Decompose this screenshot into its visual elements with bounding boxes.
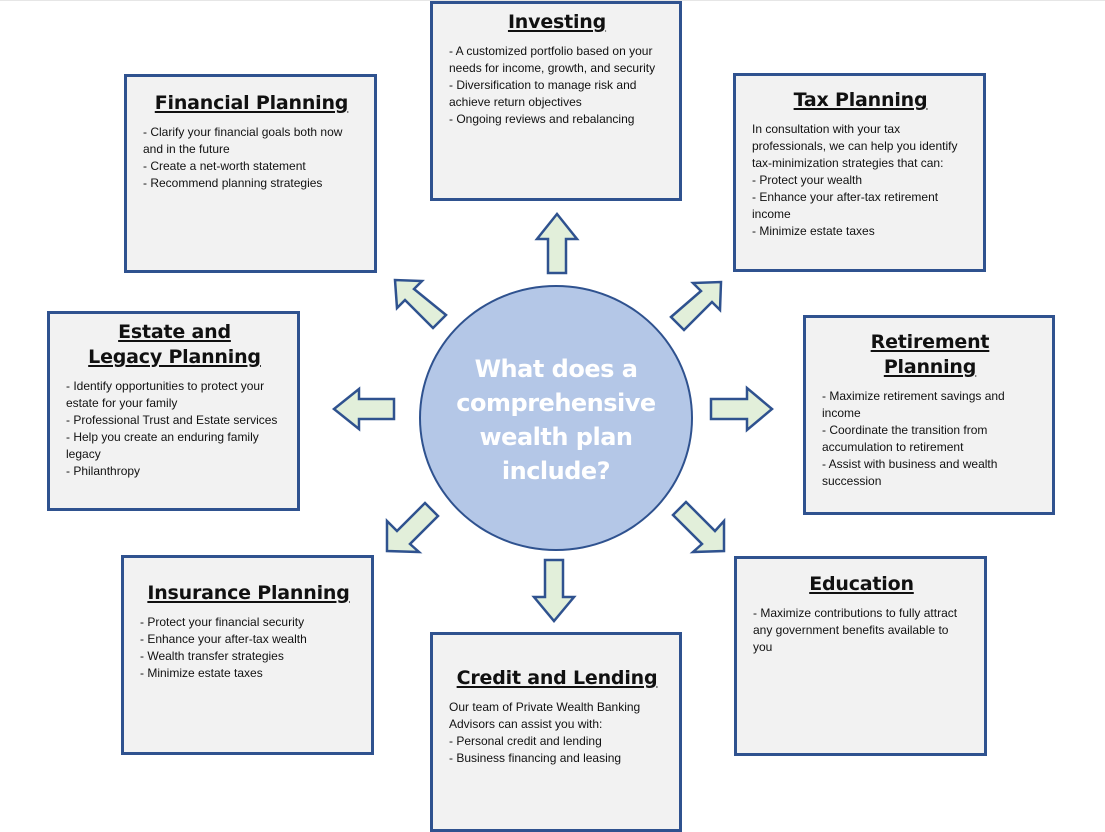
retirement-planning-body: - Maximize retirement savings and income… <box>822 388 1038 490</box>
tax-planning-line: In consultation with your tax profession… <box>752 122 958 170</box>
financial-planning-line: - Clarify your financial goals both now … <box>143 125 343 156</box>
arrow-down-icon <box>531 558 577 623</box>
retirement-planning-box: Retirement Planning - Maximize retiremen… <box>803 315 1055 515</box>
financial-planning-line: - Create a net-worth statement <box>143 159 306 173</box>
retirement-planning-title: Retirement Planning <box>870 331 990 378</box>
retirement-planning-line: - Coordinate the transition from accumul… <box>822 423 988 454</box>
estate-legacy-body: - Identify opportunities to protect your… <box>66 378 283 480</box>
insurance-planning-box: Insurance Planning - Protect your financ… <box>121 555 374 755</box>
estate-legacy-line: - Philanthropy <box>66 464 141 478</box>
investing-line: - Ongoing reviews and rebalancing <box>449 112 635 126</box>
investing-body: - A customized portfolio based on your n… <box>449 43 665 128</box>
top-divider <box>0 0 1105 1</box>
education-line: - Maximize contributions to fully attrac… <box>753 606 958 654</box>
arrow-up-left-icon <box>393 278 448 330</box>
insurance-planning-title: Insurance Planning <box>147 582 350 604</box>
credit-lending-title: Credit and Lending <box>456 667 658 689</box>
credit-lending-body: Our team of Private Wealth Banking Advis… <box>449 699 665 767</box>
estate-legacy-line: - Identify opportunities to protect your… <box>66 379 265 410</box>
arrow-down-left-icon <box>385 501 440 554</box>
retirement-planning-line: - Maximize retirement savings and income <box>822 389 1005 420</box>
arrow-left-icon <box>331 386 396 432</box>
insurance-planning-line: - Wealth transfer strategies <box>140 649 284 663</box>
arrow-right-icon <box>709 385 774 433</box>
investing-box: Investing - A customized portfolio based… <box>430 1 682 201</box>
tax-planning-line: - Minimize estate taxes <box>752 224 875 238</box>
retirement-planning-line: - Assist with business and wealth succes… <box>822 457 998 488</box>
estate-legacy-line: - Help you create an enduring family leg… <box>66 430 259 461</box>
financial-planning-box: Financial Planning - Clarify your financ… <box>124 74 377 273</box>
insurance-planning-line: - Protect your financial security <box>140 615 305 629</box>
education-box: Education - Maximize contributions to fu… <box>734 556 987 756</box>
investing-line: - Diversification to manage risk and ach… <box>449 78 637 109</box>
credit-lending-box: Credit and Lending Our team of Private W… <box>430 632 682 832</box>
insurance-planning-line: - Enhance your after-tax wealth <box>140 632 307 646</box>
center-question-circle: What does a comprehensive wealth plan in… <box>419 285 693 551</box>
tax-planning-line: - Enhance your after-tax retirement inco… <box>752 190 939 221</box>
insurance-planning-body: - Protect your financial security - Enha… <box>140 614 357 682</box>
center-question-text: What does a comprehensive wealth plan in… <box>456 355 656 485</box>
estate-legacy-line: - Professional Trust and Estate services <box>66 413 278 427</box>
tax-planning-box: Tax Planning In consultation with your t… <box>733 73 986 272</box>
estate-legacy-box: Estate and Legacy Planning - Identify op… <box>47 311 300 511</box>
credit-lending-line: Our team of Private Wealth Banking Advis… <box>449 700 641 731</box>
education-title: Education <box>809 573 914 595</box>
tax-planning-line: - Protect your wealth <box>752 173 863 187</box>
financial-planning-body: - Clarify your financial goals both now … <box>143 124 360 192</box>
financial-planning-title: Financial Planning <box>154 92 349 114</box>
estate-legacy-title: Estate and Legacy Planning <box>88 321 261 368</box>
tax-planning-title: Tax Planning <box>793 89 928 111</box>
insurance-planning-line: - Minimize estate taxes <box>140 666 263 680</box>
credit-lending-line: - Personal credit and lending <box>449 734 602 748</box>
tax-planning-body: In consultation with your tax profession… <box>752 121 969 240</box>
investing-title: Investing <box>507 11 607 33</box>
education-body: - Maximize contributions to fully attrac… <box>753 605 970 656</box>
credit-lending-line: - Business financing and leasing <box>449 751 622 765</box>
investing-line: - A customized portfolio based on your n… <box>449 44 656 75</box>
arrow-up-right-icon <box>669 280 723 332</box>
arrow-down-right-icon <box>671 500 726 554</box>
arrow-up-icon <box>534 211 580 275</box>
financial-planning-line: - Recommend planning strategies <box>143 176 323 190</box>
